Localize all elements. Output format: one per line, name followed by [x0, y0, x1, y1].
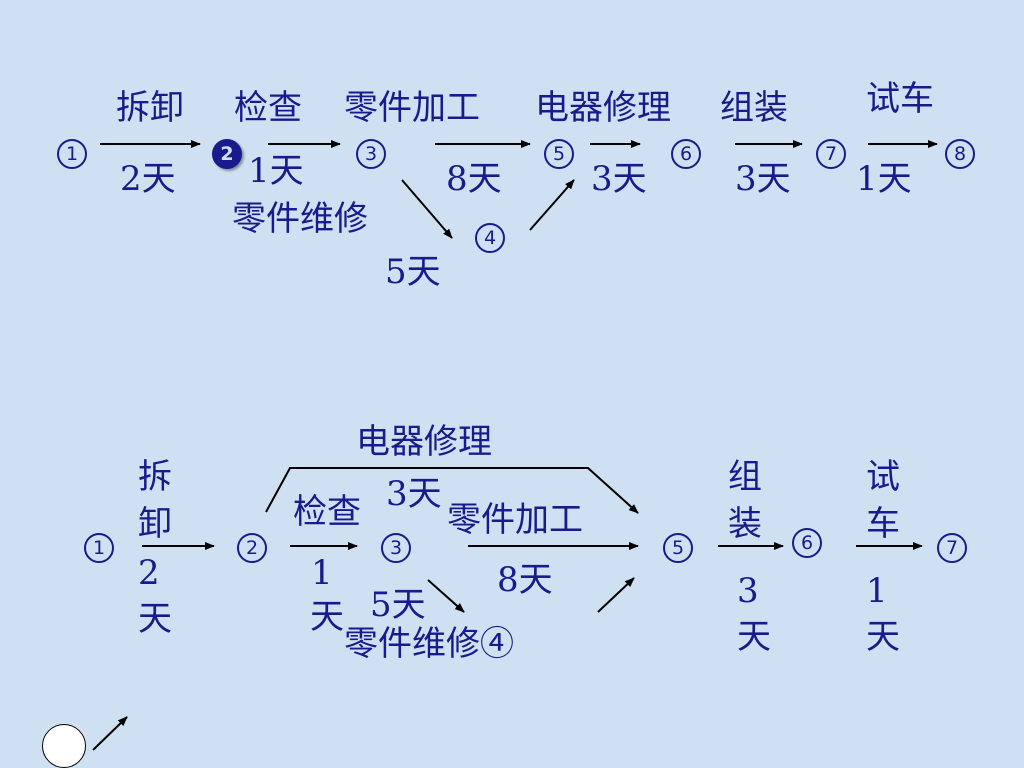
arrow-3-4 [401, 179, 453, 239]
d2-label-assembly-2: 装 [728, 504, 762, 544]
arrow-4-5 [529, 179, 575, 231]
empty-node-circle [42, 724, 86, 768]
d2-node-1: 1 [84, 533, 114, 563]
arrow2-4-5 [597, 577, 635, 613]
d1-node-5: 5 [544, 139, 574, 169]
d1-label-machining: 零件加工 [344, 88, 480, 128]
d2-duration-electrical: 3天 [386, 474, 442, 514]
d2-duration-disassemble-unit: 天 [138, 599, 172, 639]
d1-node-8: 8 [945, 139, 975, 169]
d1-duration-test: 1天 [856, 159, 912, 199]
arrow2-2-5-upper [265, 467, 639, 514]
d1-node-2: 2 [212, 139, 242, 169]
d1-node-3: 3 [356, 139, 386, 169]
d1-node-4: 4 [475, 223, 505, 253]
d1-duration-inspect: 1天 [248, 151, 304, 191]
d1-duration-disassemble: 2天 [120, 159, 176, 199]
d2-node-5: 5 [663, 533, 693, 563]
d2-duration-test-num: 1 [866, 571, 888, 611]
d2-duration-machining: 8天 [497, 560, 553, 600]
d1-label-repair: 零件维修 [232, 199, 368, 239]
d2-label-machining: 零件加工 [447, 500, 583, 540]
d1-duration-electrical: 3天 [591, 159, 647, 199]
d2-node-6: 6 [792, 528, 822, 558]
d2-label-repair-with-node: 零件维修④ [344, 624, 514, 664]
d2-label-disassemble-2: 卸 [138, 504, 172, 544]
d2-duration-test-unit: 天 [866, 617, 900, 657]
d2-label-test-1: 试 [866, 457, 900, 497]
d2-label-test-2: 车 [866, 504, 900, 544]
d1-label-assembly: 组装 [720, 88, 788, 128]
d2-duration-disassemble-num: 2 [138, 553, 160, 593]
d2-duration-repair: 5天 [370, 585, 426, 625]
d2-node-7: 7 [937, 533, 967, 563]
d1-node-6: 6 [671, 139, 701, 169]
d2-duration-assembly-unit: 天 [737, 617, 771, 657]
d2-label-electrical: 电器修理 [356, 422, 492, 462]
d1-duration-assembly: 3天 [735, 159, 791, 199]
d2-label-assembly-1: 组 [728, 457, 762, 497]
d1-label-disassemble: 拆卸 [116, 88, 184, 128]
d1-node-1: 1 [57, 139, 87, 169]
d1-duration-machining: 8天 [446, 159, 502, 199]
d2-node-3: 3 [381, 533, 411, 563]
arrow2-3-4 [427, 579, 465, 613]
d2-duration-assembly-num: 3 [737, 571, 759, 611]
d2-label-inspect: 检查 [293, 492, 361, 532]
d1-label-inspect: 检查 [234, 88, 302, 128]
corner-arrow [92, 716, 128, 751]
d1-label-test: 试车 [866, 79, 934, 119]
d1-duration-repair: 5天 [385, 252, 441, 292]
d1-node-7: 7 [816, 139, 846, 169]
d1-label-electrical: 电器修理 [535, 88, 671, 128]
d2-duration-inspect-unit: 天 [310, 597, 344, 637]
d2-node-2: 2 [237, 533, 267, 563]
d2-label-disassemble-1: 拆 [138, 457, 172, 497]
d2-duration-inspect-num: 1 [311, 553, 333, 593]
